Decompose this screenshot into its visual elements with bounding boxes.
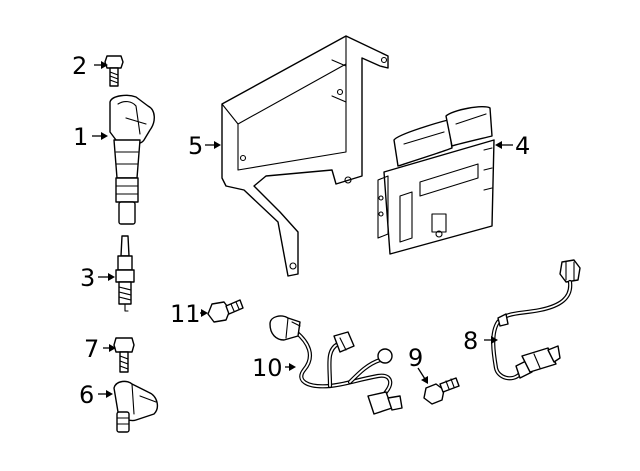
callout-7: 7	[84, 335, 99, 363]
part-3-spark-plug[interactable]	[115, 235, 135, 312]
callout-11: 11	[170, 300, 201, 328]
leaders	[92, 61, 513, 398]
part-9-bolt[interactable]	[423, 377, 460, 405]
part-7-bolt[interactable]	[113, 337, 135, 373]
callout-5: 5	[188, 132, 203, 160]
part-11-bolt[interactable]	[207, 299, 244, 323]
callout-3: 3	[80, 264, 95, 292]
part-5-bracket[interactable]	[221, 35, 389, 277]
callout-9: 9	[408, 344, 423, 372]
part-6-position-sensor[interactable]	[113, 380, 159, 433]
callout-labels: 2 1 3 7 6 5 4 11 10 9 8	[72, 52, 530, 409]
callout-10: 10	[252, 354, 283, 382]
part-8-crank-sensor[interactable]	[491, 259, 581, 381]
callout-2: 2	[72, 52, 87, 80]
part-10-wiring-harness[interactable]	[269, 315, 403, 415]
part-4-ecm[interactable]	[377, 106, 495, 255]
callout-8: 8	[463, 327, 478, 355]
part-1-ignition-coil[interactable]	[109, 94, 155, 225]
part-2-bolt[interactable]	[104, 55, 124, 87]
callout-4: 4	[515, 132, 530, 160]
callout-6: 6	[79, 381, 94, 409]
callout-1: 1	[73, 123, 88, 151]
